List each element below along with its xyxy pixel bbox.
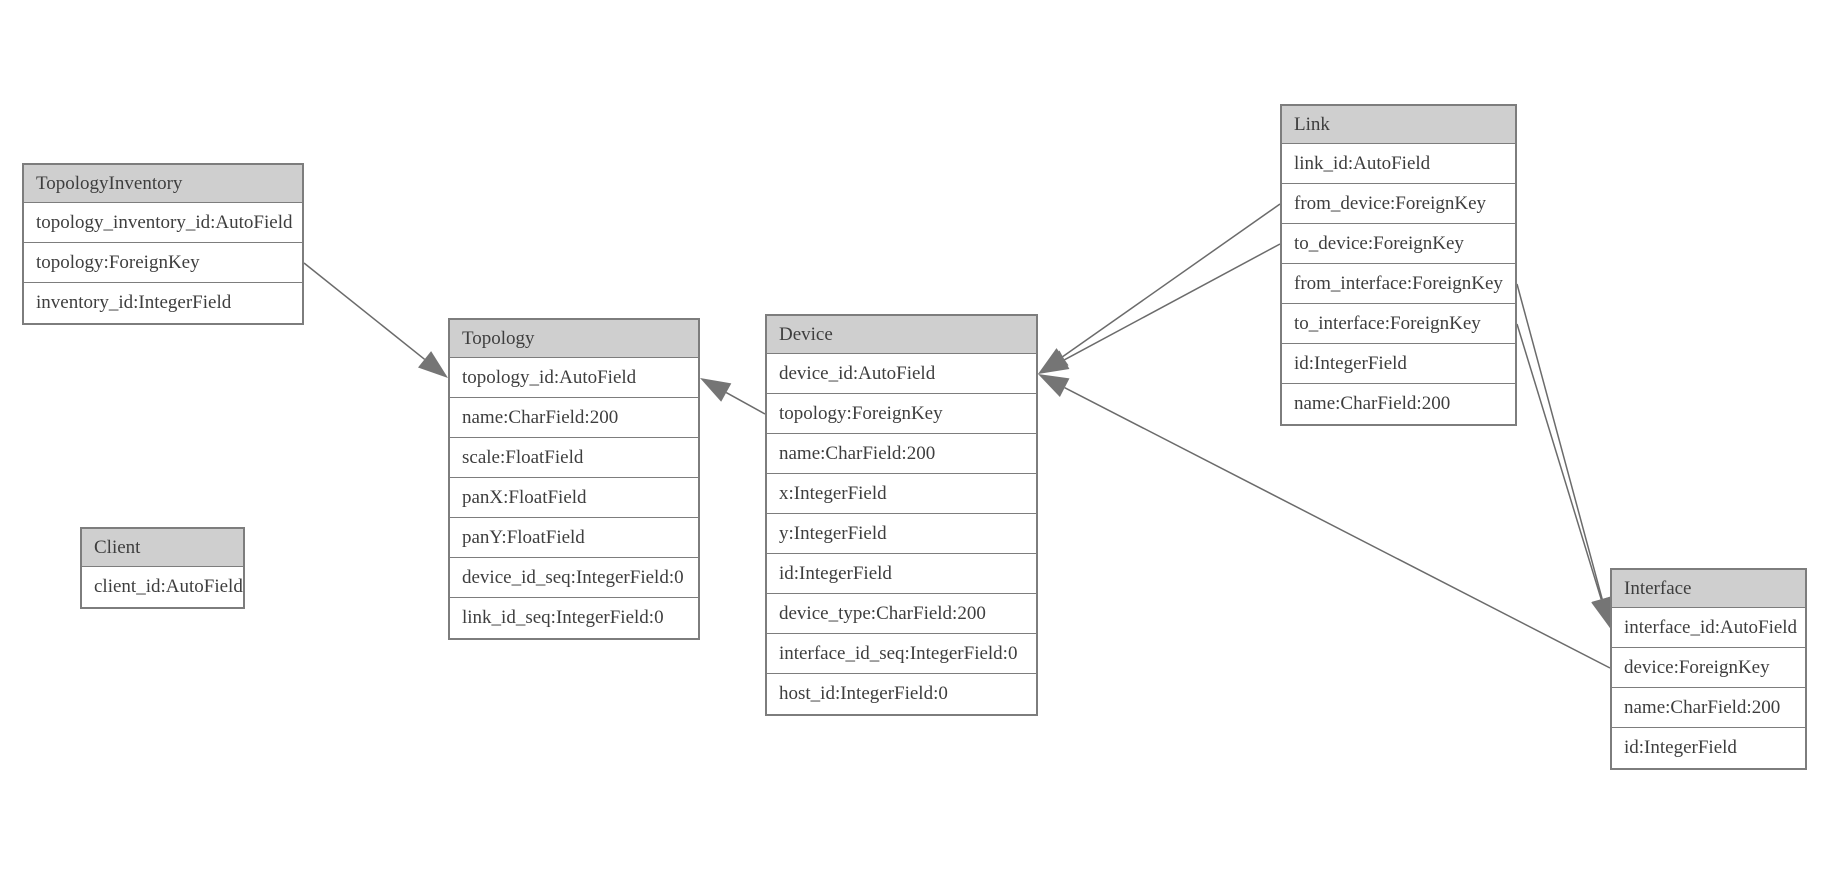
field-row-interface-device: device:ForeignKey [1612, 648, 1805, 688]
field-row-device-device_id: device_id:AutoField [767, 354, 1036, 394]
field-row-topology-panY: panY:FloatField [450, 518, 698, 558]
field-row-interface-interface_id: interface_id:AutoField [1612, 608, 1805, 648]
field-row-device-device_type: device_type:CharField:200 [767, 594, 1036, 634]
field-row-client-client_id: client_id:AutoField [82, 567, 243, 607]
relation-line-link-to_interface [1516, 323, 1602, 600]
relation-arrowhead-interface [1591, 596, 1612, 628]
field-row-topology-name: name:CharField:200 [450, 398, 698, 438]
field-row-interface-id: id:IntegerField [1612, 728, 1805, 768]
entity-title-topology: Topology [450, 320, 698, 358]
field-row-link-link_id: link_id:AutoField [1282, 144, 1515, 184]
relation-line-link-to_device [1064, 243, 1281, 361]
field-row-device-name: name:CharField:200 [767, 434, 1036, 474]
relation-arrowhead-device [1038, 350, 1070, 374]
field-row-link-to_device: to_device:ForeignKey [1282, 224, 1515, 264]
relation-line-link-from_device [1062, 203, 1281, 358]
field-row-link-from_interface: from_interface:ForeignKey [1282, 264, 1515, 304]
entity-title-device: Device [767, 316, 1036, 354]
field-row-device-id: id:IntegerField [767, 554, 1036, 594]
field-row-topologyinventory-topology: topology:ForeignKey [24, 243, 302, 283]
relation-arrowhead-topology [418, 351, 448, 378]
relation-line-topologyinventory-topology [303, 262, 426, 360]
field-row-topology-scale: scale:FloatField [450, 438, 698, 478]
entity-title-link: Link [1282, 106, 1515, 144]
field-row-device-y: y:IntegerField [767, 514, 1036, 554]
field-row-topology-topology_id: topology_id:AutoField [450, 358, 698, 398]
entity-title-topologyinventory: TopologyInventory [24, 165, 302, 203]
field-row-topology-device_id_seq: device_id_seq:IntegerField:0 [450, 558, 698, 598]
field-row-link-from_device: from_device:ForeignKey [1282, 184, 1515, 224]
relation-line-device-topology [725, 391, 766, 415]
field-row-device-host_id: host_id:IntegerField:0 [767, 674, 1036, 714]
field-row-link-id: id:IntegerField [1282, 344, 1515, 384]
relation-arrowhead-device [1038, 374, 1070, 398]
field-row-interface-name: name:CharField:200 [1612, 688, 1805, 728]
relation-line-interface-device [1064, 387, 1611, 669]
field-row-topology-panX: panX:FloatField [450, 478, 698, 518]
entity-title-client: Client [82, 529, 243, 567]
relation-line-link-from_interface [1516, 283, 1603, 600]
field-row-device-x: x:IntegerField [767, 474, 1036, 514]
entity-title-interface: Interface [1612, 570, 1805, 608]
field-row-topology-link_id_seq: link_id_seq:IntegerField:0 [450, 598, 698, 638]
field-row-device-interface_id_seq: interface_id_seq:IntegerField:0 [767, 634, 1036, 674]
relation-arrowhead-topology [700, 378, 732, 402]
field-row-link-name: name:CharField:200 [1282, 384, 1515, 424]
field-row-topologyinventory-topology_inventory_id: topology_inventory_id:AutoField [24, 203, 302, 243]
field-row-topologyinventory-inventory_id: inventory_id:IntegerField [24, 283, 302, 323]
field-row-link-to_interface: to_interface:ForeignKey [1282, 304, 1515, 344]
field-row-device-topology: topology:ForeignKey [767, 394, 1036, 434]
